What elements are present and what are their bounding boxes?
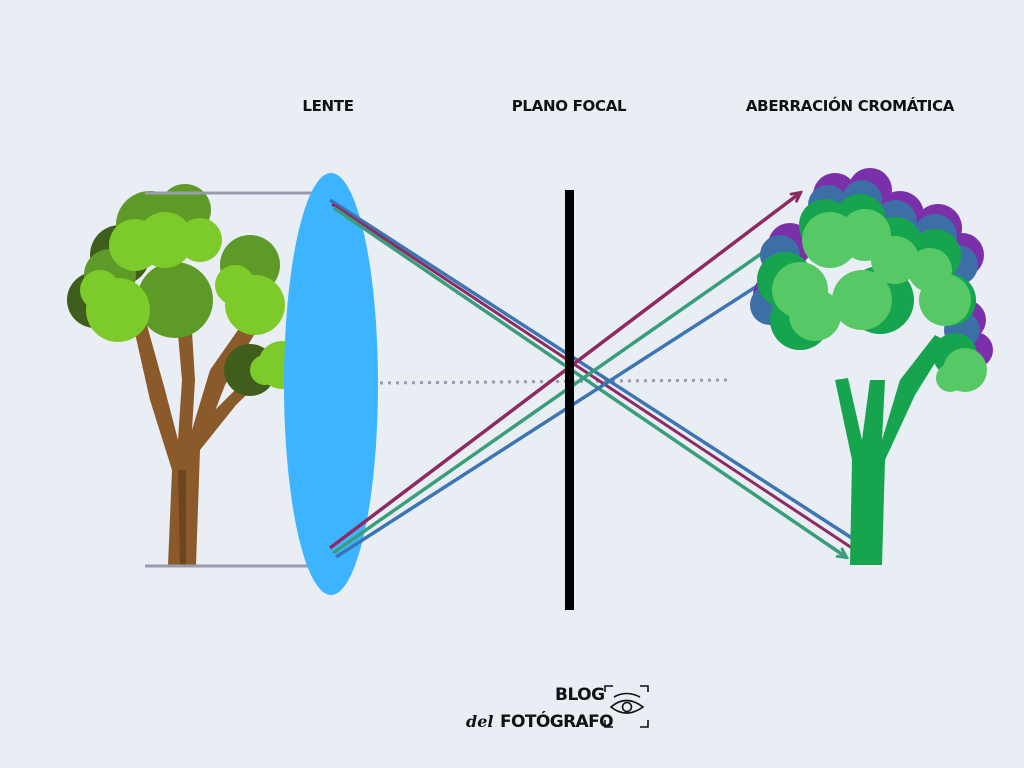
eye-camera-icon: [604, 685, 649, 728]
lens: [284, 173, 378, 595]
aberrated-tree: [750, 168, 993, 565]
optical-axis: [379, 378, 733, 385]
focal-plane-label: PLANO FOCAL: [512, 97, 627, 115]
focal-plane: [565, 190, 574, 610]
original-tree: [67, 184, 306, 565]
logo-del: del: [466, 712, 493, 731]
ray-green-top: [333, 206, 846, 557]
blog-del-fotografo-logo: BLOG del FOTÓGRAFO: [466, 685, 649, 732]
ray-green-bottom: [331, 233, 790, 555]
lens-label: LENTE: [302, 97, 353, 115]
ray-blue-bottom: [335, 268, 783, 559]
chromatic-aberration-label: ABERRACIÓN CROMÁTICA: [746, 96, 955, 115]
logo-line1: BLOG: [555, 685, 605, 705]
logo-line2: FOTÓGRAFO: [500, 710, 613, 732]
ray-red-top: [331, 202, 853, 550]
